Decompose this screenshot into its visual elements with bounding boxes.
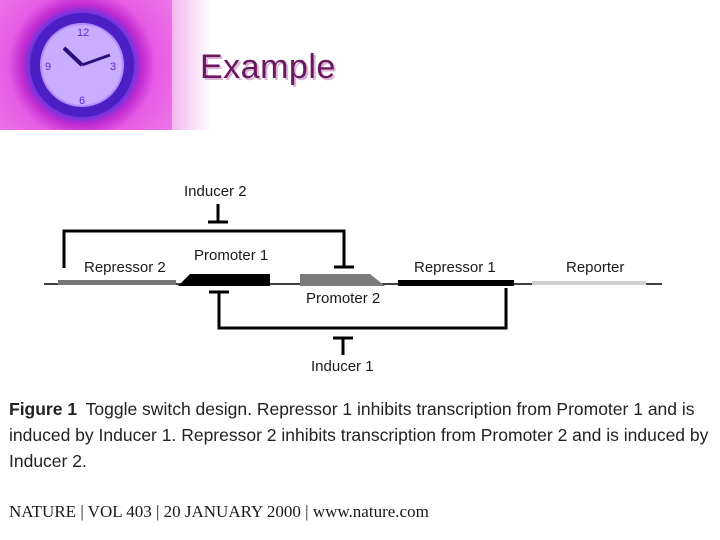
clock-photo: 12 3 6 9 [0,0,172,130]
svg-text:6: 6 [79,95,85,107]
svg-text:12: 12 [77,27,89,39]
figure-caption: Figure 1 Toggle switch design. Repressor… [9,396,709,474]
svg-text:9: 9 [45,61,51,73]
citation-url[interactable]: www.nature.com [313,502,429,521]
inducer-1-label: Inducer 1 [311,358,374,375]
repressor-2-gene [58,280,176,285]
citation-journal: NATURE [9,502,76,521]
citation-separator: | [305,502,308,521]
repressor-1-label: Repressor 1 [414,259,496,276]
inducer-2-label: Inducer 2 [184,183,247,200]
repressor-1-gene [398,280,514,286]
repressor-2-label: Repressor 2 [84,259,166,276]
citation-date: 20 JANUARY 2000 [164,502,301,521]
citation-line: NATURE | VOL 403 | 20 JANUARY 2000 | www… [9,502,429,522]
toggle-switch-diagram: Inducer 2 Repressor 2 Promoter 1 Repress… [0,170,720,385]
clock-icon: 12 3 6 9 [0,0,172,130]
citation-volume: VOL 403 [88,502,152,521]
promoter-1-label: Promoter 1 [194,247,268,264]
citation-separator: | [156,502,159,521]
citation-separator: | [80,502,83,521]
promoter-2-label: Promoter 2 [306,290,380,307]
caption-text: Toggle switch design. Repressor 1 inhibi… [9,399,708,471]
svg-text:3: 3 [110,61,116,73]
reporter-label: Reporter [566,259,624,276]
promoter-1-arrow [178,274,270,286]
reporter-gene [532,281,646,285]
figure-label: Figure 1 [9,399,77,419]
promoter-2-arrow [300,274,385,286]
slide-title: Example [200,48,336,87]
